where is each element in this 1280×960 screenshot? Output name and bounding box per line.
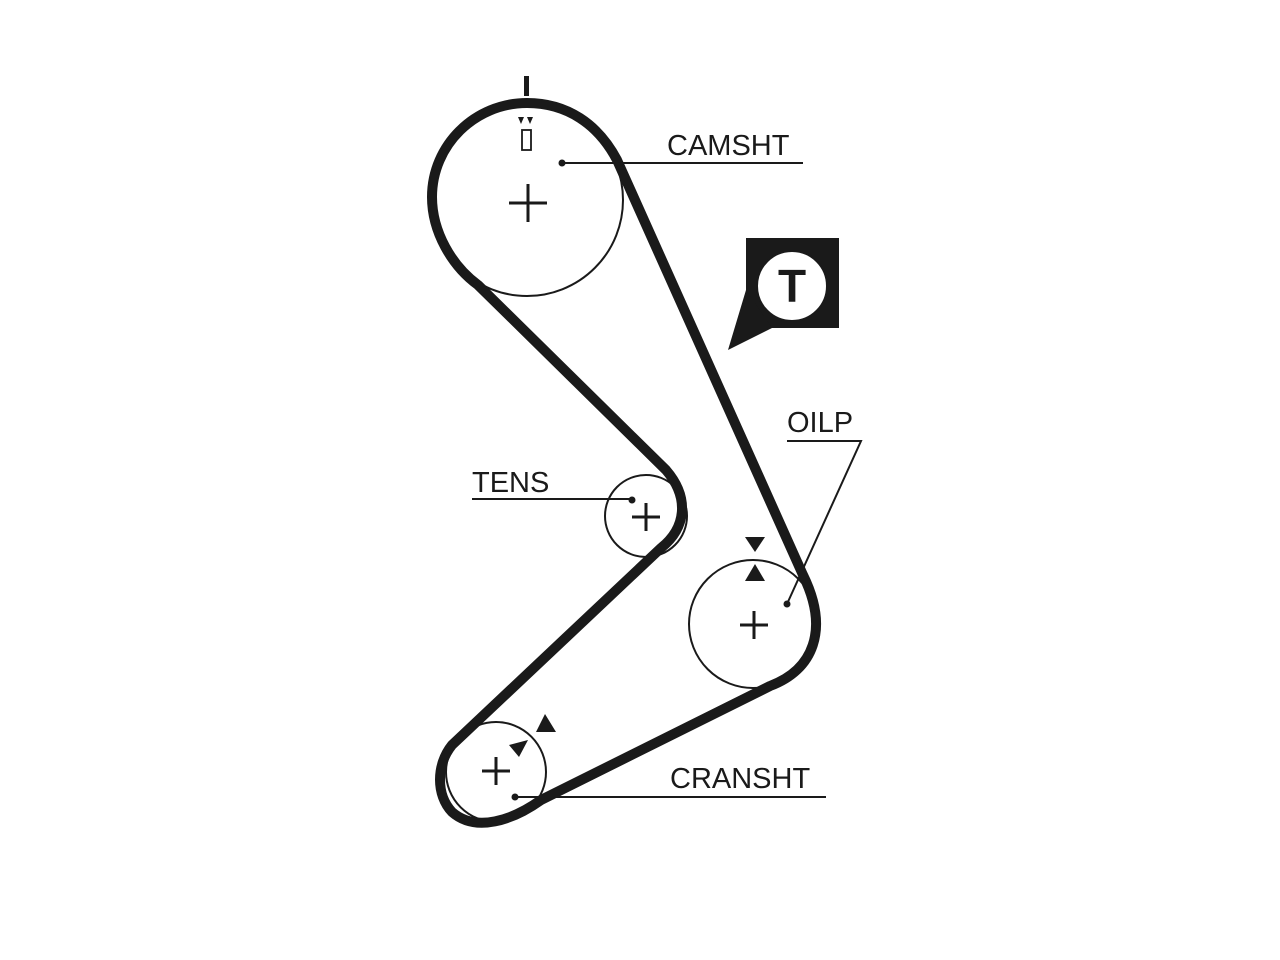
oil-pump-timing-mark	[745, 537, 765, 581]
badge-letter: T	[778, 260, 806, 312]
timing-belt	[427, 98, 821, 828]
camshaft-center-mark	[509, 184, 547, 222]
tensioner-leader	[472, 496, 636, 504]
tensioner-center-mark	[632, 503, 660, 531]
crankshaft-label: CRANSHT	[670, 763, 810, 795]
oil-pump-label: OILP	[787, 407, 853, 439]
tensioner-callout-badge: T	[728, 238, 839, 350]
camshaft-timing-mark	[518, 76, 533, 151]
tensioner-badge-icon	[756, 250, 828, 322]
tensioner-label: TENS	[472, 467, 549, 499]
crankshaft-leader	[511, 793, 826, 801]
oil-pump-center-mark	[740, 611, 768, 639]
camshaft-leader	[558, 159, 803, 167]
oil-pump-leader	[783, 440, 863, 608]
crankshaft-timing-mark	[509, 714, 556, 757]
crankshaft-center-mark	[482, 757, 510, 785]
camshaft-label: CAMSHT	[667, 130, 790, 162]
